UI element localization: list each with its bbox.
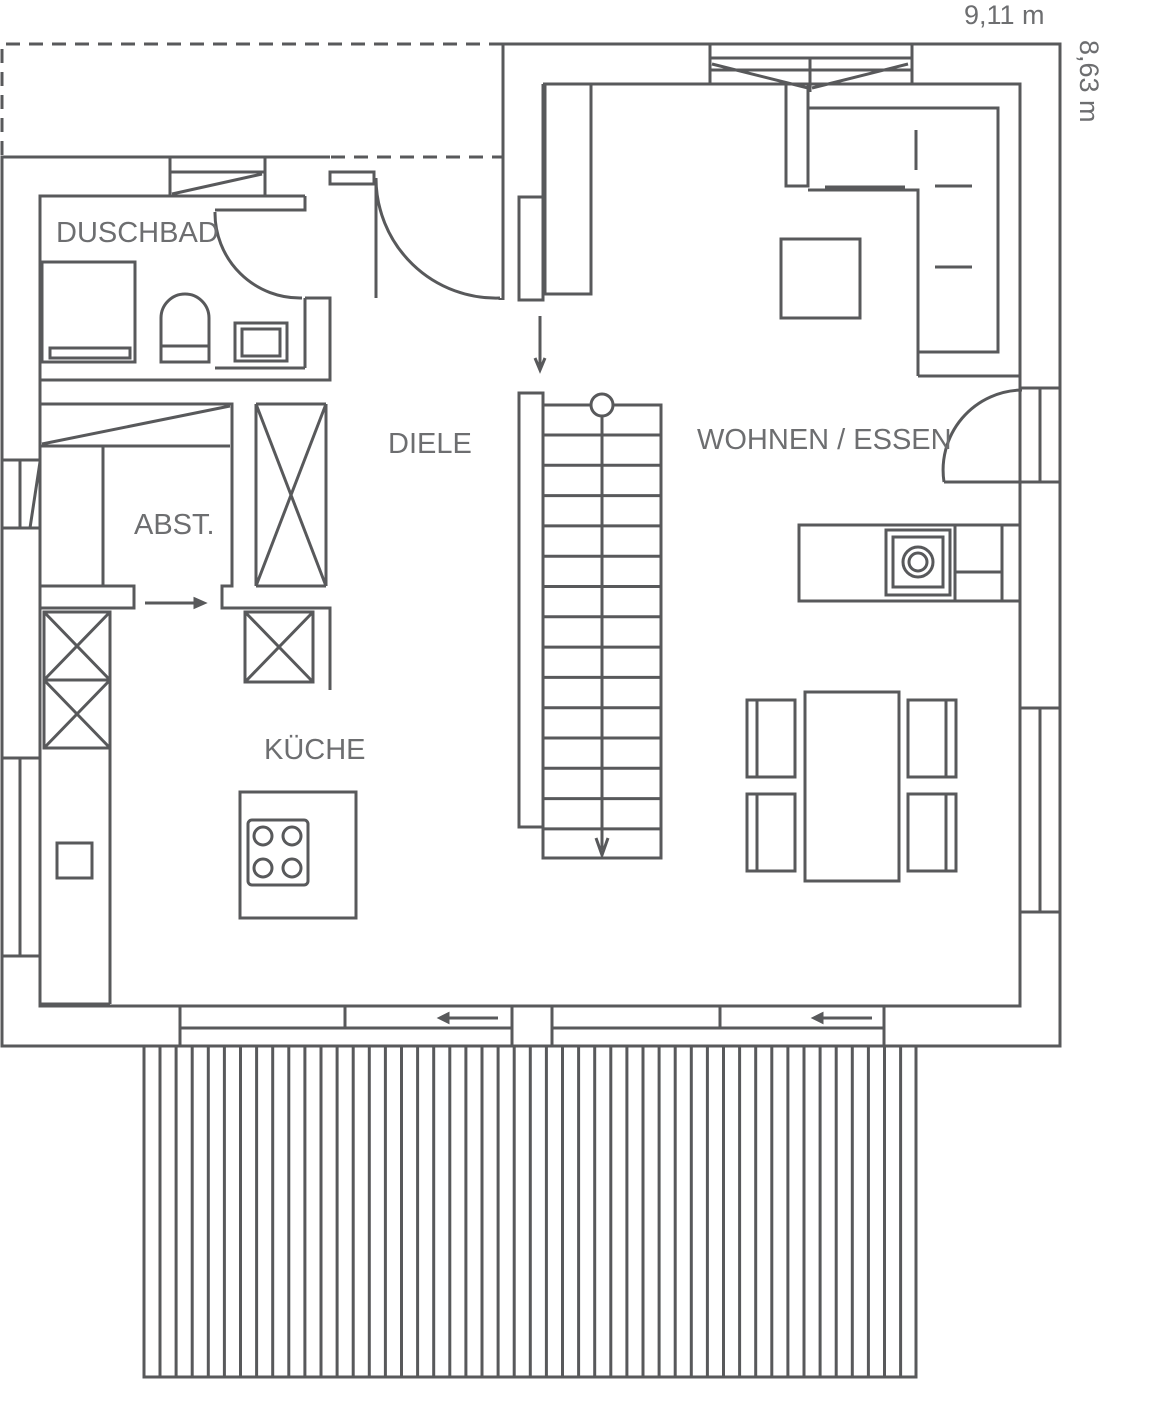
dimension-width: 9,11 m: [964, 0, 1045, 30]
bathroom: [40, 196, 332, 382]
dashed-roof-outline: [0, 42, 503, 159]
room-label-kueche: KÜCHE: [264, 734, 366, 766]
dimension-depth: 8,63 m: [1074, 40, 1104, 123]
kitchen-cabinets: [40, 610, 315, 1006]
room-label-diele: DIELE: [388, 428, 472, 460]
window-right: [1018, 706, 1062, 914]
left-wall-windows: [0, 458, 42, 958]
storage-room: [40, 402, 332, 690]
room-label-wohnen-essen: WOHNEN / ESSEN: [697, 424, 952, 456]
dining-table: [745, 690, 958, 883]
window-bath: [168, 155, 267, 198]
tall-cabinet: [543, 82, 593, 296]
sliding-doors: [178, 1004, 886, 1048]
room-label-duschbad: DUSCHBAD: [56, 217, 219, 249]
coffee-table: [779, 237, 862, 320]
window-top: [708, 42, 914, 92]
terrace-door-right: [941, 386, 1062, 484]
room-label-abst: ABST.: [134, 509, 215, 541]
terrace-deck: [142, 1044, 918, 1379]
sink-counter: [797, 523, 1022, 603]
sofa: [784, 82, 1020, 378]
kitchen-island: [238, 790, 358, 920]
entrance-door: [328, 170, 502, 300]
staircase: [517, 195, 663, 860]
exterior-walls: [0, 42, 1062, 1048]
